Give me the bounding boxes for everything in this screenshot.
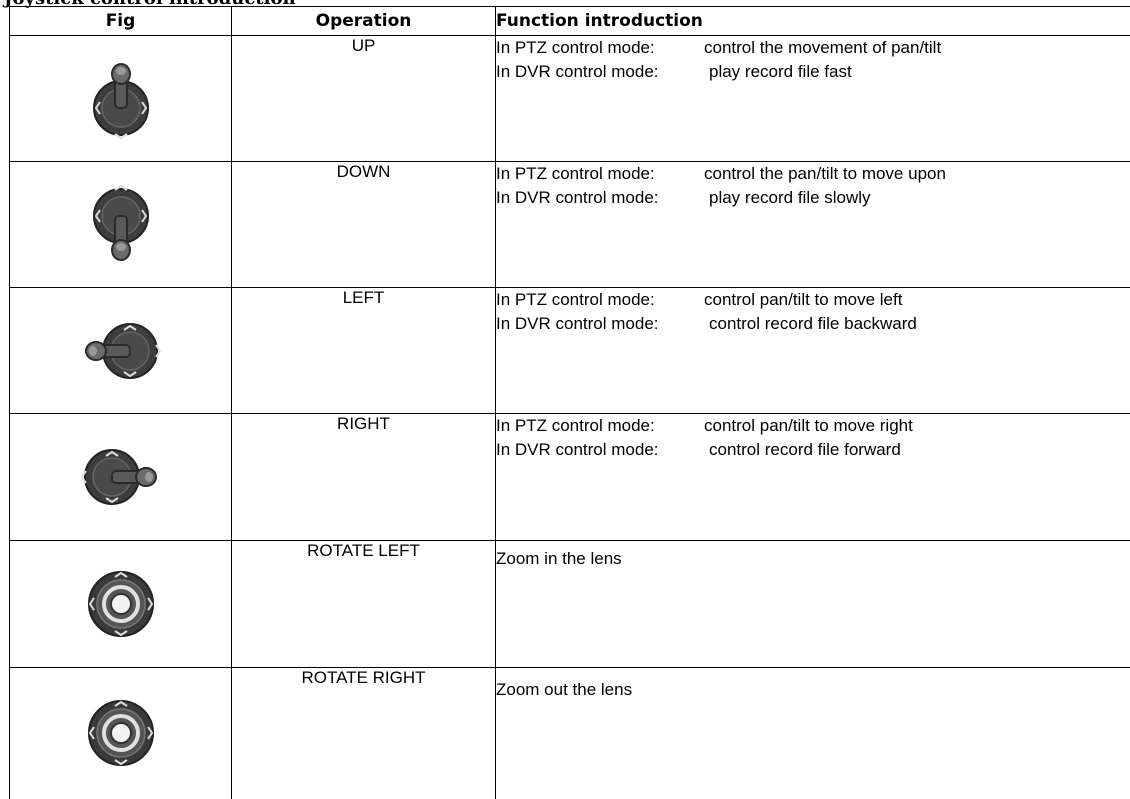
operation-cell: ROTATE LEFT	[232, 541, 496, 668]
function-text: control pan/tilt to move left	[704, 288, 902, 312]
fig-cell	[10, 36, 232, 162]
table-row: ROTATE RIGHT Zoom out the lens	[10, 668, 1130, 799]
function-text: control record file backward	[709, 312, 917, 336]
function-cell: Zoom in the lens	[496, 541, 1130, 668]
table-row: DOWN In PTZ control mode:control the pan…	[10, 162, 1130, 288]
function-text: play record file fast	[709, 60, 852, 84]
joystick-up-icon	[86, 54, 156, 144]
header-operation: Operation	[232, 7, 496, 36]
table-row: UP In PTZ control mode:control the movem…	[10, 36, 1130, 162]
operation-cell: UP	[232, 36, 496, 162]
header-function: Function introduction	[496, 7, 1130, 36]
table-row: LEFT In PTZ control mode:control pan/til…	[10, 288, 1130, 414]
operation-cell: ROTATE RIGHT	[232, 668, 496, 799]
joystick-rotate-left-icon	[81, 564, 161, 644]
table-row: ROTATE LEFT Zoom in the lens	[10, 541, 1130, 668]
function-text: control the pan/tilt to move upon	[704, 162, 946, 186]
function-text: play record file slowly	[709, 186, 871, 210]
operation-cell: DOWN	[232, 162, 496, 288]
mode-label: In DVR control mode:	[496, 186, 709, 210]
table-row: RIGHT In PTZ control mode:control pan/ti…	[10, 414, 1130, 541]
mode-label: In DVR control mode:	[496, 312, 709, 336]
joystick-rotate-right-icon	[81, 693, 161, 773]
mode-label: In DVR control mode:	[496, 60, 709, 84]
header-fig: Fig	[10, 7, 232, 36]
mode-label: In PTZ control mode:	[496, 36, 704, 60]
function-text: control the movement of pan/tilt	[704, 36, 941, 60]
function-text: Zoom in the lens	[496, 547, 622, 571]
function-cell: In PTZ control mode:control the pan/tilt…	[496, 162, 1130, 288]
mode-label: In PTZ control mode:	[496, 288, 704, 312]
joystick-right-icon	[76, 442, 166, 512]
mode-label: In PTZ control mode:	[496, 162, 704, 186]
joystick-down-icon	[86, 180, 156, 270]
function-cell: Zoom out the lens	[496, 668, 1130, 799]
table-header-row: Fig Operation Function introduction	[10, 7, 1130, 36]
fig-cell	[10, 668, 232, 799]
mode-label: In PTZ control mode:	[496, 414, 704, 438]
fig-cell	[10, 541, 232, 668]
function-cell: In PTZ control mode:control the movement…	[496, 36, 1130, 162]
function-text: Zoom out the lens	[496, 678, 632, 702]
fig-cell	[10, 288, 232, 414]
operation-cell: LEFT	[232, 288, 496, 414]
joystick-left-icon	[76, 316, 166, 386]
function-table: Fig Operation Function introduction UP I…	[9, 6, 1130, 799]
fig-cell	[10, 414, 232, 541]
function-cell: In PTZ control mode:control pan/tilt to …	[496, 288, 1130, 414]
operation-cell: RIGHT	[232, 414, 496, 541]
function-text: control record file forward	[709, 438, 901, 462]
mode-label: In DVR control mode:	[496, 438, 709, 462]
function-cell: In PTZ control mode:control pan/tilt to …	[496, 414, 1130, 541]
fig-cell	[10, 162, 232, 288]
function-text: control pan/tilt to move right	[704, 414, 913, 438]
